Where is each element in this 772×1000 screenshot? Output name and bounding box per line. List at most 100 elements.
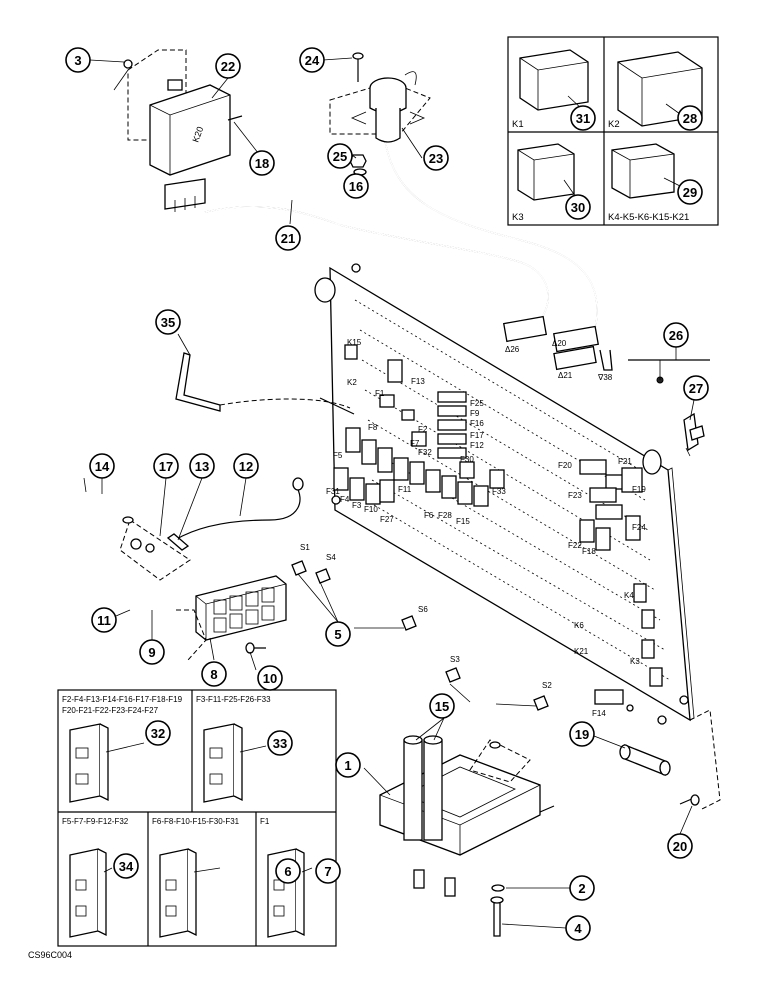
board-label-f14: F14	[592, 709, 606, 718]
callout-29: 29	[677, 179, 703, 205]
board-label-k6: K6	[574, 621, 584, 630]
callout-9: 9	[139, 639, 165, 665]
footer-code: CS96C004	[28, 950, 73, 960]
callout-circle	[145, 720, 171, 746]
callout-circle	[257, 665, 283, 691]
callout-number: 11	[97, 613, 111, 628]
callout-circle	[155, 309, 181, 335]
callout-circle	[569, 875, 595, 901]
callout-number: 34	[119, 859, 134, 874]
callout-number: 6	[284, 864, 291, 879]
callout-35: 35	[155, 309, 181, 335]
callout-circle	[429, 693, 455, 719]
board-label-f28: F28	[438, 511, 452, 520]
callout-5: 5	[325, 621, 351, 647]
callout-circle	[343, 173, 369, 199]
callout-8: 8	[201, 661, 227, 687]
connector-23-drawing	[329, 71, 431, 143]
callout-14: 14	[89, 453, 115, 479]
board-label-f11: F11	[398, 485, 412, 494]
callout-number: 27	[689, 381, 703, 396]
callout-16: 16	[343, 173, 369, 199]
callout-number: 33	[273, 736, 287, 751]
callout-number: 2	[578, 881, 585, 896]
board-label-f32: F32	[418, 448, 432, 457]
callout-23: 23	[423, 145, 449, 171]
relay-k3-drawing	[517, 143, 575, 201]
callout-circle	[89, 453, 115, 479]
callout-27: 27	[683, 375, 709, 401]
callout-22: 22	[215, 53, 241, 79]
relay-k20-assembly: K20	[123, 49, 243, 212]
fuse-box-3: F5-F7-F9-F12-F32	[62, 817, 129, 938]
callout-11: 11	[91, 607, 117, 633]
fuse-box-4: F6-F8-F10-F15-F30-F31	[152, 817, 240, 938]
callout-circle	[325, 621, 351, 647]
board-label-f18: F18	[582, 547, 596, 556]
callout-number: 18	[255, 156, 269, 171]
board-label-f3: F3	[352, 501, 362, 510]
callout-number: 15	[435, 699, 449, 714]
board-label-f6: F6	[424, 511, 434, 520]
board-label-f7: F7	[410, 439, 420, 448]
relay-k2-label: K2	[608, 119, 620, 130]
callout-circle	[91, 607, 117, 633]
callout-number: 22	[221, 59, 235, 74]
callout-31: 31	[570, 105, 596, 131]
callout-15: 15	[429, 693, 455, 719]
callout-number: 21	[281, 231, 295, 246]
callout-circle	[683, 375, 709, 401]
callout-28: 28	[677, 105, 703, 131]
board-label-f33: F33	[492, 487, 506, 496]
callout-number: 35	[161, 315, 175, 330]
callout-18: 18	[249, 150, 275, 176]
callout-circle	[663, 322, 689, 348]
fuse-holder-8-drawing	[176, 575, 287, 661]
board-label-f17: F17	[470, 431, 484, 440]
callout-circle	[667, 833, 693, 859]
callout-number: 23	[429, 151, 443, 166]
board-labels: K15 K2 F1 F13 F25 F9 F16 F17 F12 F8 F2 F…	[326, 338, 646, 718]
callout-circle	[327, 143, 353, 169]
callout-4: 4	[565, 915, 591, 941]
callout-number: 10	[263, 671, 277, 686]
callout-7: 7	[315, 858, 341, 884]
callout-32: 32	[145, 720, 171, 746]
fuse-box-1: F2-F4-F13-F14-F16-F17-F18-F19 F20-F21-F2…	[62, 695, 183, 803]
callout-13: 13	[189, 453, 215, 479]
circuit-board: K15 K2 F1 F13 F25 F9 F16 F17 F12 F8 F2 F…	[314, 263, 695, 725]
callout-1: 1	[335, 752, 361, 778]
bracket-35-drawing	[175, 352, 355, 415]
fuse-box-2-title: F3-F11-F25-F26-F33	[196, 695, 271, 704]
wire-harness: Δ26 Δ20 Δ21 ∇38	[204, 139, 613, 382]
callout-circle	[565, 915, 591, 941]
callout-circle	[275, 225, 301, 251]
board-label-f16: F16	[470, 419, 484, 428]
fuse-box-3-title: F5-F7-F9-F12-F32	[62, 817, 129, 826]
board-label-f1: F1	[375, 389, 385, 398]
clip-s1-label: S1	[300, 543, 310, 552]
callout-number: 8	[210, 667, 217, 682]
base-1-drawing	[379, 735, 555, 937]
callout-number: 7	[324, 864, 331, 879]
callout-number: 26	[669, 328, 683, 343]
callout-30: 30	[565, 194, 591, 220]
callout-circle	[153, 453, 179, 479]
ground-strap-12-drawing	[119, 477, 304, 581]
board-label-f31: F31	[326, 487, 340, 496]
callout-number: 30	[571, 200, 585, 215]
fuse-inset-boxes: F2-F4-F13-F14-F16-F17-F18-F19 F20-F21-F2…	[57, 689, 337, 947]
callout-number: 19	[575, 727, 589, 742]
board-label-f13: F13	[411, 377, 425, 386]
fuse-box-1-title-line1: F2-F4-F13-F14-F16-F17-F18-F19	[62, 695, 183, 704]
fuse-box-2: F3-F11-F25-F26-F33	[196, 695, 271, 803]
callout-circle	[565, 194, 591, 220]
callout-circle	[315, 858, 341, 884]
board-label-f2: F2	[418, 425, 428, 434]
board-label-f9: F9	[470, 409, 480, 418]
callout-circle	[267, 730, 293, 756]
board-label-f15: F15	[456, 517, 470, 526]
callout-number: 9	[148, 645, 155, 660]
